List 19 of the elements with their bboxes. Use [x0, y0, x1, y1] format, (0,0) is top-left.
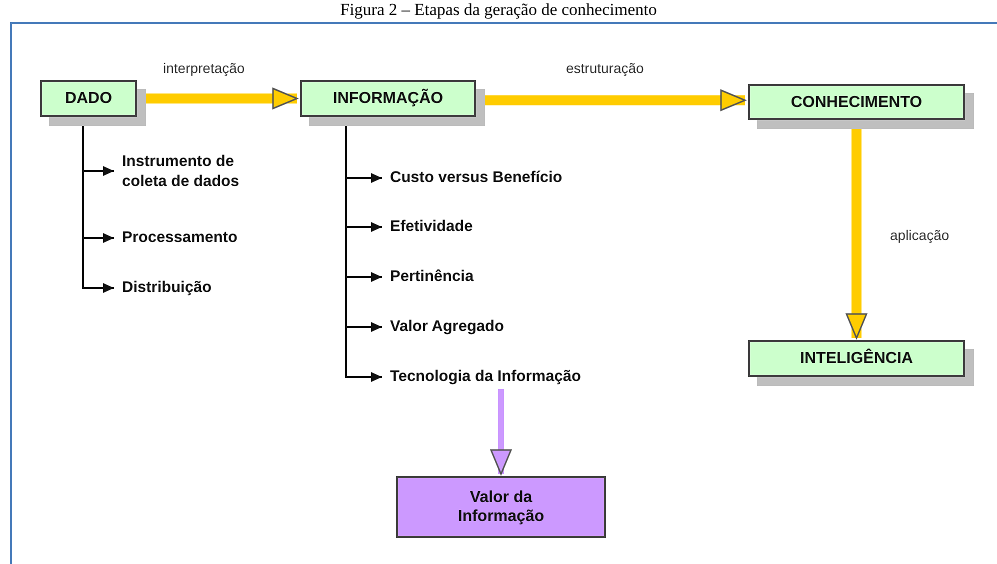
list-item: Custo versus Benefício	[390, 168, 680, 188]
list-item: Tecnologia da Informação	[390, 367, 680, 387]
list-item: Instrumento de coleta de dados	[122, 152, 262, 192]
figure-title: Figura 2 – Etapas da geração de conhecimento	[339, 0, 658, 19]
box-label: Valor da Informação	[456, 488, 546, 526]
list-item: Distribuição	[122, 278, 312, 298]
list-item: Processamento	[122, 228, 312, 248]
block-arrow	[490, 389, 512, 475]
box-label: INTELIGÊNCIA	[800, 349, 913, 368]
box-label: CONHECIMENTO	[790, 92, 922, 112]
list-item: Pertinência	[390, 267, 680, 287]
process-box	[396, 476, 606, 538]
box-label: INFORMAÇÃO	[332, 89, 444, 108]
edge-label: estruturação	[566, 60, 644, 76]
list-item: Valor Agregado	[390, 317, 680, 337]
edge-label: aplicação	[890, 227, 950, 243]
edge-label: interpretação	[163, 60, 245, 76]
list-item: Efetividade	[390, 217, 680, 237]
box-label: DADO	[64, 89, 112, 108]
